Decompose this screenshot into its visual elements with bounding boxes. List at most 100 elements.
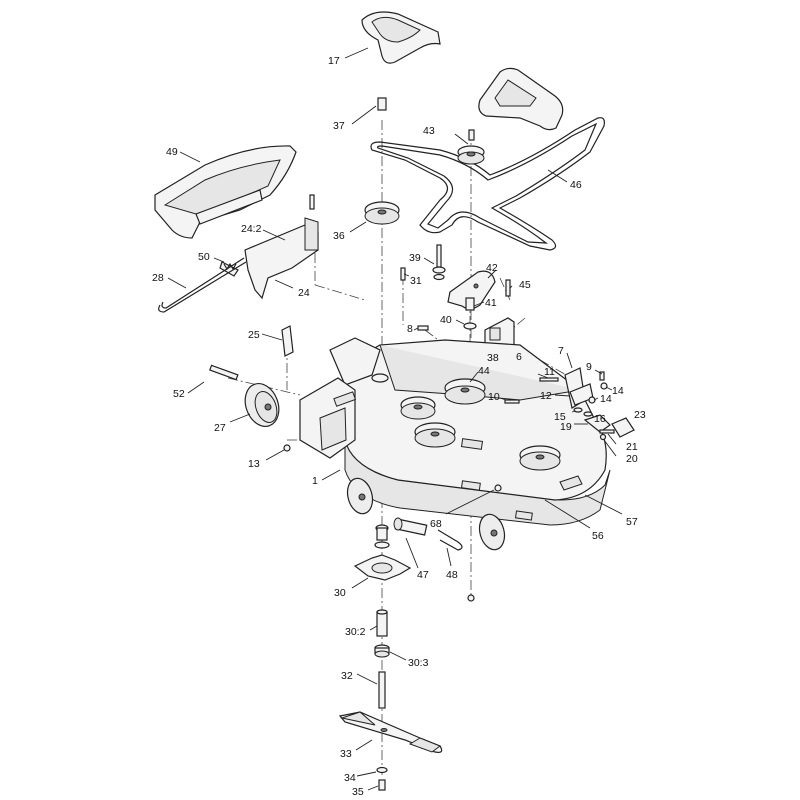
callout-32: 32 (341, 670, 353, 682)
part-27-wheel[interactable] (229, 379, 285, 431)
callout-1: 1 (312, 475, 318, 487)
part-16-washer[interactable] (583, 411, 593, 417)
part-68-bolt[interactable] (445, 484, 502, 515)
callout-36: 36 (333, 230, 345, 242)
part-33-blade[interactable] (338, 711, 443, 753)
callout-68: 68 (430, 518, 442, 530)
callout-27: 27 (214, 422, 226, 434)
part-28-rod[interactable] (158, 257, 247, 313)
callout-23: 23 (634, 409, 646, 421)
callout-12: 12 (540, 390, 552, 402)
callout-57: 57 (626, 516, 638, 528)
callout-21: 21 (626, 441, 638, 453)
part-50-spring[interactable] (213, 257, 239, 277)
callout-47: 47 (417, 569, 429, 581)
part-25-bracket[interactable] (261, 325, 294, 357)
part-11-bolt[interactable] (537, 373, 559, 382)
part-35-bolt[interactable] (367, 779, 386, 791)
callout-17: 17 (328, 55, 340, 67)
part-30-2-bearing[interactable] (369, 609, 388, 637)
callout-25: 25 (248, 329, 260, 341)
part-30-3-bearing[interactable] (374, 644, 407, 661)
callout-35: 35 (352, 786, 364, 798)
deck-front-right-wheel (478, 513, 506, 551)
callout-44: 44 (478, 365, 490, 377)
part-19-anti-scalp-assembly[interactable] (574, 414, 611, 433)
part-40-washer[interactable] (455, 319, 477, 330)
part-31-bolt[interactable] (400, 267, 410, 281)
part-36-pulley[interactable] (349, 201, 400, 233)
callout-52: 52 (173, 388, 185, 400)
part-46-drive-belt[interactable] (370, 117, 605, 251)
part-47-spacer[interactable] (393, 517, 428, 569)
part-56-decal[interactable] (544, 499, 591, 529)
callout-14-b: 14 (600, 393, 612, 405)
callout-50: 50 (198, 251, 210, 263)
part-48-hairpin[interactable] (437, 529, 463, 567)
part-24-chute-bracket[interactable] (244, 194, 319, 300)
callout-13: 13 (248, 458, 260, 470)
part-13-nut[interactable] (265, 444, 291, 461)
part-20-nut[interactable] (599, 433, 617, 457)
callout-33: 33 (340, 748, 352, 760)
deck-front-left-wheel (346, 477, 374, 515)
part-37-bolt[interactable] (351, 97, 387, 125)
callout-24-2: 24:2 (241, 223, 262, 235)
callout-30-2: 30:2 (345, 626, 366, 638)
callout-20: 20 (626, 453, 638, 465)
callout-28: 28 (152, 272, 164, 284)
part-46-belt-cover[interactable] (478, 67, 564, 131)
callout-16: 16 (594, 413, 606, 425)
part-9-bolt[interactable] (594, 369, 605, 381)
callout-30: 30 (334, 587, 346, 599)
part-45-bolt[interactable] (505, 279, 513, 297)
callout-46: 46 (570, 179, 582, 191)
callout-6: 6 (516, 351, 522, 363)
part-32-spindle-shaft[interactable] (356, 671, 386, 709)
part-39-bolt[interactable] (423, 244, 446, 281)
callout-49: 49 (166, 146, 178, 158)
part-23-roller[interactable] (611, 417, 635, 438)
callout-43: 43 (423, 125, 435, 137)
callout-31: 31 (410, 275, 422, 287)
callout-15: 15 (554, 411, 566, 423)
part-43-idler-pulley[interactable] (454, 129, 485, 165)
deck-bottom-bolt (467, 594, 475, 602)
callout-7: 7 (558, 345, 564, 357)
callout-56: 56 (592, 530, 604, 542)
part-14-nut-a[interactable] (600, 382, 613, 391)
callout-8: 8 (407, 323, 413, 335)
part-17-top-cover[interactable] (344, 11, 441, 64)
part-57-decal[interactable] (559, 475, 623, 515)
part-34-washer[interactable] (356, 766, 388, 777)
part-30-spindle-housing[interactable] (351, 524, 412, 589)
part-10-bolt[interactable] (499, 397, 520, 404)
part-42-idler-arm[interactable] (447, 269, 497, 310)
callout-48: 48 (446, 569, 458, 581)
callout-11: 11 (544, 366, 555, 378)
callout-34: 34 (344, 772, 356, 784)
callout-10: 10 (488, 391, 500, 403)
part-8-bolt[interactable] (413, 325, 429, 331)
part-15-washer[interactable] (571, 407, 583, 413)
callout-40: 40 (440, 314, 452, 326)
callout-24: 24 (298, 287, 310, 299)
callout-41: 41 (485, 297, 497, 309)
callout-39: 39 (409, 252, 421, 264)
part-49-discharge-chute[interactable] (154, 145, 297, 239)
callout-labels: 17 37 43 46 49 36 24:2 50 28 24 39 42 31… (152, 55, 646, 798)
part-14-nut-b[interactable] (588, 396, 599, 404)
part-41-spacer[interactable] (465, 297, 485, 311)
part-21-bolt[interactable] (599, 429, 617, 445)
callout-45: 45 (519, 279, 531, 291)
callout-37: 37 (333, 120, 345, 132)
callout-19: 19 (560, 421, 572, 433)
part-52-axle-bolt[interactable] (187, 364, 239, 394)
callout-14-a: 14 (612, 385, 624, 397)
callout-9: 9 (586, 361, 592, 373)
part-44-electric-clutch[interactable] (444, 371, 486, 405)
callout-38: 38 (487, 352, 499, 364)
callout-30-3: 30:3 (408, 657, 429, 669)
